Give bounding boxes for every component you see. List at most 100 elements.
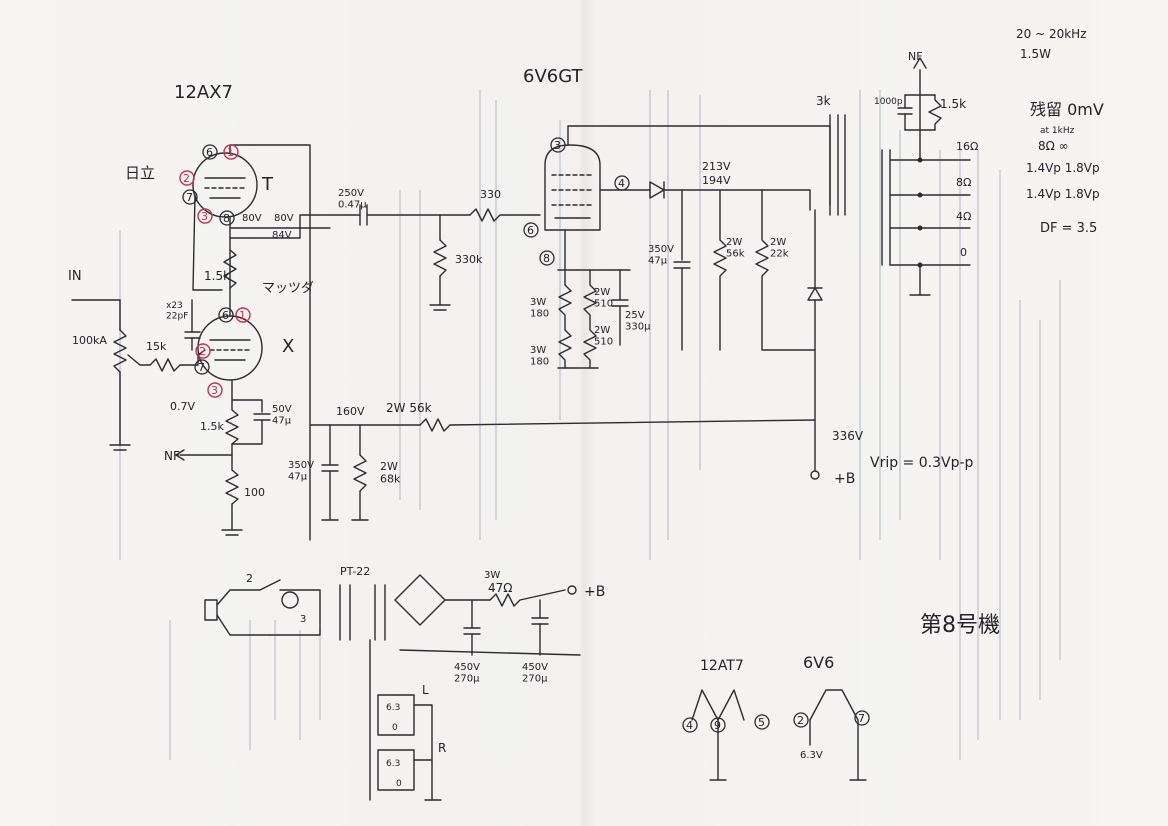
b-voltage: 336V	[832, 429, 864, 443]
rail-voltage: 160V	[336, 405, 365, 418]
nf-cap-label: 1000p	[874, 97, 903, 107]
grid-leak-label: 330k	[455, 253, 483, 266]
tap-0: 0	[960, 246, 967, 259]
screen-voltage-2: 194V	[702, 174, 731, 187]
plate-voltage-3: 84V	[272, 230, 292, 241]
input-jack-label: IN	[68, 269, 82, 284]
nf-res-label: 1.5k	[940, 97, 966, 111]
heater-pin-b1: 2	[797, 714, 804, 727]
fuse-pin: 3	[300, 614, 306, 625]
output-transformer	[829, 57, 971, 296]
coupling-network	[299, 204, 541, 311]
volume-label: 100kA	[72, 334, 107, 347]
residual-noise: 残留 0mV	[1030, 100, 1104, 119]
heater-zero-2: 0	[396, 779, 402, 789]
note-line-2: 1.4Vp 1.8Vp	[1026, 161, 1100, 175]
measure-freq: at 1kHz	[1040, 126, 1075, 136]
x-pin-2: 2	[199, 345, 206, 358]
heater-zero-1: 0	[392, 723, 398, 733]
freq-range: 20 ~ 20kHz	[1016, 27, 1087, 41]
grid-stop-label: 330	[480, 188, 501, 201]
x-pin-3: 3	[211, 384, 218, 397]
heater-voltage-b: 6.3V	[800, 750, 823, 761]
heater-tube-b: 6V6	[803, 653, 834, 672]
heater-pin-b2: 7	[858, 712, 865, 725]
section-t-label: T	[261, 174, 274, 195]
ot-ratio: 3k	[816, 94, 831, 108]
drop-res-label: 2W 56k	[386, 401, 432, 415]
power-supply	[204, 574, 581, 801]
load-resistor-label: 1.5k	[204, 269, 230, 283]
serial-number: 第8号機	[920, 613, 1000, 638]
tap-8: 8Ω	[956, 176, 971, 189]
out-pin-6: 6	[527, 224, 534, 237]
nf-out-label: NF	[908, 50, 923, 63]
out-pin-4: 4	[618, 177, 625, 190]
screen-voltage: 213V	[702, 160, 731, 173]
section-x-label: X	[282, 336, 294, 357]
psu-res-value: 47Ω	[488, 581, 512, 595]
bleed-through	[119, 90, 1061, 760]
tap-4: 4Ω	[956, 210, 971, 223]
heater-volt-2: 6.3	[386, 759, 400, 769]
x-pin-1: 1	[239, 309, 246, 322]
psu-out-label: +B	[584, 584, 605, 600]
input-tube-stage	[71, 144, 331, 541]
tap-16: 16Ω	[956, 140, 978, 153]
note-line-1: 8Ω ∞	[1038, 139, 1069, 153]
grid-res-label: 15k	[146, 340, 167, 353]
cathode-res2-label: 100	[244, 486, 265, 499]
psu-res-power: 3W	[484, 570, 500, 581]
pin-markers	[179, 137, 870, 733]
muzu-label: マッツダ	[262, 281, 314, 296]
t-pin-8: 8	[223, 212, 230, 225]
cathode-res-label: 1.5k	[200, 420, 224, 433]
heater-pin-a1: 4	[686, 719, 693, 732]
heater-tube-a: 12AT7	[700, 658, 744, 674]
power-rail	[309, 349, 820, 521]
plate-voltage-1: 80V	[242, 213, 262, 224]
nf-tap-label: NF	[164, 449, 180, 463]
labels: 20 ~ 20kHz 1.5W 12AX7 6V6GT 日立 T X マッツダ …	[68, 27, 1104, 789]
heater-pin-a3: 5	[758, 716, 765, 729]
heater-pin-a2: 9	[714, 719, 721, 732]
t-pin-1: 1	[227, 146, 234, 159]
b-plus-label: +B	[834, 471, 855, 487]
damping-factor: DF = 3.5	[1040, 221, 1097, 236]
out-pin-8: 8	[543, 252, 550, 265]
heater-pinouts	[691, 689, 867, 781]
plate-voltage-2: 80V	[274, 213, 294, 224]
t-pin-3: 3	[201, 210, 208, 223]
switch-pin: 2	[246, 572, 253, 585]
bias-voltage: 0.7V	[170, 400, 195, 413]
x-pin-7: 7	[198, 361, 205, 374]
heater-left: L	[422, 683, 429, 697]
heater-right: R	[438, 741, 446, 755]
power-rating: 1.5W	[1020, 47, 1051, 61]
heater-volt-1: 6.3	[386, 703, 400, 713]
out-pin-3: 3	[554, 139, 561, 152]
input-tube-label: 12AX7	[174, 82, 233, 103]
power-transformer-label: PT-22	[340, 565, 370, 578]
ripple-label: Vrip = 0.3Vp-p	[870, 455, 974, 471]
x-pin-6: 6	[222, 309, 229, 322]
output-tube-label: 6V6GT	[523, 66, 584, 87]
t-pin-7: 7	[186, 191, 193, 204]
t-pin-6: 6	[206, 146, 213, 159]
